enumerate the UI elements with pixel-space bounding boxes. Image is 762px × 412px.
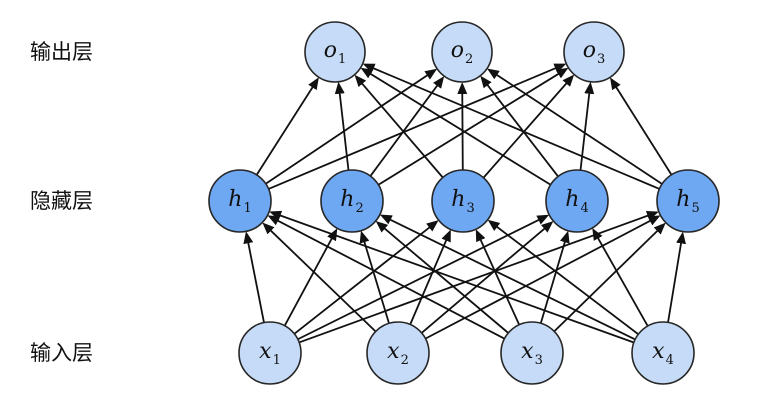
edge-input-3-to-hidden-5	[553, 222, 666, 333]
hidden-node-circle	[320, 169, 384, 233]
edge-input-1-to-hidden-4	[297, 214, 550, 341]
node-variable: h	[340, 187, 354, 212]
edge-hidden-2-to-output-3	[377, 67, 569, 186]
edge-input-3-to-hidden-1	[267, 215, 505, 340]
hidden-node-label: h5	[676, 187, 699, 216]
input-node-circle	[366, 321, 430, 385]
output-node-circle	[563, 21, 625, 83]
output-node-label: o2	[451, 38, 474, 67]
input-node-circle	[631, 321, 695, 385]
edge-input-2-to-hidden-4	[421, 221, 554, 334]
node-variable: o	[451, 38, 464, 63]
node-subscript: 5	[691, 201, 699, 216]
edge-input-4-to-hidden-3	[487, 219, 639, 335]
input-node-label: x3	[521, 339, 543, 368]
input-node-label: x4	[652, 339, 674, 368]
edge-input-4-to-hidden-4	[592, 227, 649, 327]
hidden-node-1: h1	[208, 169, 272, 233]
node-variable: h	[228, 187, 242, 212]
edge-input-4-to-hidden-1	[269, 210, 635, 344]
input-node-label: x2	[387, 339, 409, 368]
layer-label-input: 输入层	[30, 341, 93, 365]
edge-hidden-3-to-output-3	[482, 74, 575, 179]
hidden-node-3: h3	[431, 169, 495, 233]
node-variable: o	[324, 38, 337, 63]
hidden-node-label: h2	[340, 187, 363, 216]
hidden-node-label: h4	[565, 187, 588, 216]
output-node-label: o3	[583, 38, 606, 67]
input-node-label: x1	[259, 339, 281, 368]
edge-hidden-2-to-output-1	[334, 81, 350, 171]
input-node-4: x4	[631, 321, 695, 385]
output-node-circle	[304, 21, 366, 83]
node-subscript: 2	[401, 353, 409, 368]
node-subscript: 2	[465, 52, 473, 67]
input-node-circle	[238, 321, 302, 385]
edge-input-1-to-hidden-1	[243, 231, 265, 323]
edge-input-2-to-hidden-2	[359, 230, 390, 324]
node-variable: x	[652, 339, 665, 364]
output-node-circle	[431, 21, 493, 83]
input-node-3: x3	[500, 321, 564, 385]
node-variable: x	[521, 339, 534, 364]
input-node-circle	[500, 321, 564, 385]
edge-hidden-3-to-output-1	[354, 74, 444, 179]
hidden-node-circle	[208, 169, 272, 233]
edge-hidden-1-to-output-2	[265, 68, 438, 185]
edge-hidden-5-to-output-3	[610, 77, 673, 176]
edge-hidden-5-to-output-2	[487, 68, 663, 185]
edge-input-2-to-hidden-3	[409, 229, 451, 325]
edge-input-1-to-hidden-3	[293, 220, 439, 335]
edge-input-3-to-hidden-3	[475, 229, 521, 326]
node-subscript: 3	[597, 52, 605, 67]
hidden-node-circle	[431, 169, 495, 233]
node-variable: x	[387, 339, 400, 364]
node-subscript: 1	[273, 353, 281, 368]
layer-label-hidden: 隐藏层	[30, 189, 93, 213]
edge-hidden-4-to-output-2	[480, 75, 559, 178]
edge-input-3-to-hidden-2	[375, 221, 509, 334]
hidden-node-5: h5	[656, 169, 720, 233]
hidden-node-4: h4	[545, 169, 609, 233]
node-subscript: 2	[355, 201, 363, 216]
edge-input-4-to-hidden-2	[379, 214, 636, 341]
edge-input-4-to-hidden-5	[667, 231, 686, 323]
output-node-1: o1	[304, 21, 366, 83]
node-variable: h	[565, 187, 579, 212]
edge-input-3-to-hidden-4	[539, 230, 570, 324]
input-node-2: x2	[366, 321, 430, 385]
node-variable: h	[451, 187, 465, 212]
edge-hidden-2-to-output-2	[369, 76, 445, 177]
node-subscript: 3	[466, 201, 474, 216]
edge-hidden-5-to-output-1	[362, 63, 660, 190]
output-node-3: o3	[563, 21, 625, 83]
node-variable: x	[259, 339, 272, 364]
edge-hidden-4-to-output-1	[360, 67, 552, 186]
hidden-node-label: h1	[228, 187, 251, 216]
node-subscript: 4	[580, 201, 588, 216]
output-node-2: o2	[431, 21, 493, 83]
edge-hidden-1-to-output-1	[255, 77, 319, 176]
hidden-node-label: h3	[451, 187, 474, 216]
hidden-node-circle	[656, 169, 720, 233]
hidden-node-circle	[545, 169, 609, 233]
connections	[243, 63, 686, 344]
edge-hidden-3-to-output-2	[457, 82, 468, 171]
input-node-1: x1	[238, 321, 302, 385]
node-subscript: 4	[666, 353, 674, 368]
node-variable: o	[583, 38, 596, 63]
output-node-label: o1	[324, 38, 347, 67]
layer-label-output: 输出层	[30, 40, 93, 64]
hidden-node-2: h2	[320, 169, 384, 233]
node-variable: h	[676, 187, 690, 212]
edge-input-2-to-hidden-1	[262, 222, 377, 333]
node-subscript: 1	[243, 201, 251, 216]
node-subscript: 3	[535, 353, 543, 368]
node-subscript: 1	[338, 52, 346, 67]
